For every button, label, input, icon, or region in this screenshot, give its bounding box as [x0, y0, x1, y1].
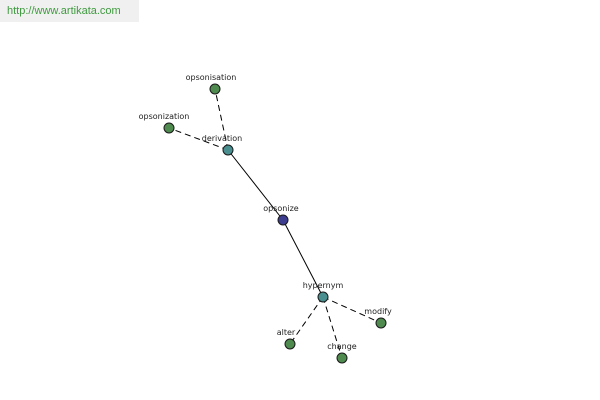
node-derivation[interactable] — [222, 144, 234, 156]
node-label-change[interactable]: change — [327, 342, 357, 351]
node-label-opsonization[interactable]: opsonization — [139, 112, 190, 121]
node-modify[interactable] — [375, 317, 387, 329]
graph-labels: opsonize derivation hypernym opsonisation op… — [139, 73, 392, 351]
edge-derivation-opsonization — [168, 127, 229, 151]
node-label-hypernym[interactable]: hypernym — [303, 281, 344, 290]
edge-derivation-opsonisation — [214, 88, 229, 151]
node-opsonisation[interactable] — [209, 83, 221, 95]
node-opsonization[interactable] — [163, 122, 175, 134]
edge-hypernym-modify — [322, 296, 382, 324]
graph-edges — [168, 88, 382, 359]
node-opsonize[interactable] — [277, 214, 289, 226]
node-change[interactable] — [336, 352, 348, 364]
node-alter[interactable] — [284, 338, 296, 350]
node-label-modify[interactable]: modify — [364, 307, 392, 316]
node-label-derivation[interactable]: derivation — [202, 134, 242, 143]
node-label-opsonize[interactable]: opsonize — [263, 204, 299, 213]
node-hypernym[interactable] — [317, 291, 329, 303]
node-label-alter[interactable]: alter — [277, 328, 296, 337]
graph-nodes — [163, 83, 387, 364]
node-label-opsonisation[interactable]: opsonisation — [186, 73, 237, 82]
site-watermark: http://www.artikata.com — [0, 0, 139, 22]
edge-opsonize-derivation — [227, 149, 284, 221]
edge-hypernym-change — [322, 296, 343, 359]
edge-opsonize-hypernym — [282, 219, 324, 298]
